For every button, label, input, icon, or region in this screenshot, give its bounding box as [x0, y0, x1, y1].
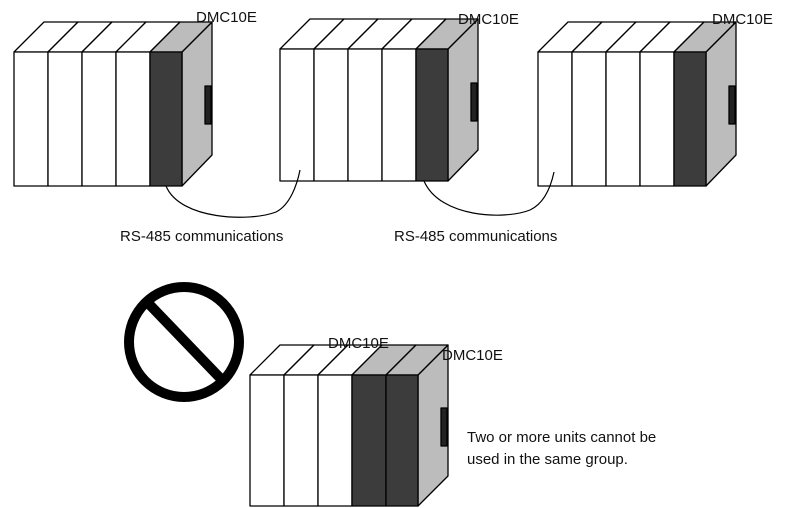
- bad-dmc-module-b: [385, 374, 419, 507]
- rs485-cable-2: [423, 171, 555, 216]
- group1-module3: [81, 51, 117, 187]
- group2-module2: [313, 48, 349, 182]
- group1-module1: [13, 51, 49, 187]
- bad-side-connector: [440, 407, 448, 447]
- note-line-2: used in the same group.: [467, 451, 628, 468]
- prohibition-icon: [124, 282, 244, 402]
- bad-module3: [317, 374, 353, 507]
- group1-dmc-module: [149, 51, 183, 187]
- rs485-cable-1: [165, 169, 301, 218]
- rs485-label-2: RS-485 communications: [394, 228, 557, 245]
- bad-dmc-module-a: [351, 374, 387, 507]
- controller-group-2: [279, 18, 479, 182]
- group3-side-connector: [728, 85, 736, 125]
- group3-module4: [639, 51, 675, 187]
- group1-unit-label: DMC10E: [196, 9, 257, 26]
- controller-group-3: [537, 21, 737, 187]
- group1-side-connector: [204, 85, 212, 125]
- group2-unit-label: DMC10E: [458, 11, 519, 28]
- bad-module2: [283, 374, 319, 507]
- controller-group-1: [13, 21, 213, 187]
- bad-module1: [249, 374, 285, 507]
- note-line-1: Two or more units cannot be: [467, 429, 656, 446]
- group1-module2: [47, 51, 83, 187]
- group3-unit-label: DMC10E: [712, 11, 773, 28]
- group2-module3: [347, 48, 383, 182]
- group1-module4: [115, 51, 151, 187]
- group3-module1: [537, 51, 573, 187]
- group2-module4: [381, 48, 417, 182]
- group3-module3: [605, 51, 641, 187]
- bad-unit-label-a: DMC10E: [328, 335, 389, 352]
- group2-module1: [279, 48, 315, 182]
- group3-dmc-module: [673, 51, 707, 187]
- prohibited-group: [249, 344, 449, 507]
- bad-unit-label-b: DMC10E: [442, 347, 503, 364]
- group3-module2: [571, 51, 607, 187]
- group2-side-connector: [470, 82, 478, 122]
- group2-dmc-module: [415, 48, 449, 182]
- rs485-label-1: RS-485 communications: [120, 228, 283, 245]
